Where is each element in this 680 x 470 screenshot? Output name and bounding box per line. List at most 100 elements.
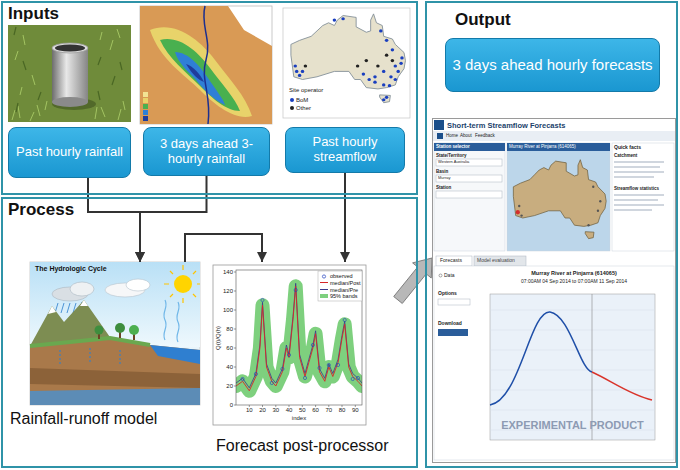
website-screenshot-picture-part <box>436 175 502 182</box>
website-screenshot-picture-part-part-part <box>597 210 599 212</box>
post-processor-chart-part-part-part <box>318 366 321 369</box>
website-screenshot-picture-part <box>436 159 502 166</box>
output-box: 3 days ahead hourly forecasts <box>445 38 660 92</box>
station-map-part-part-part <box>382 98 385 101</box>
station-map-part-part-part <box>373 75 376 78</box>
axis-label: 40 <box>282 407 296 414</box>
station-map-part-part-part <box>365 59 368 62</box>
hydrologic-cycle-picture-part <box>164 265 200 303</box>
website-screenshot-picture-part <box>507 143 610 151</box>
post-processor-chart-part-part-part <box>351 377 354 380</box>
station-map-part-part-part <box>304 64 307 67</box>
input-box: 3 days ahead 3-hourly rainfall <box>143 127 270 176</box>
post-processor-chart-part-part-part <box>241 377 244 380</box>
website-screenshot-picture-part <box>592 294 593 440</box>
website-screenshot-picture-part <box>490 294 655 440</box>
station-map-part-part <box>304 54 394 68</box>
chart-legend-item: median/Post <box>320 280 361 286</box>
rain-gauge-photo-part <box>52 97 88 107</box>
website-screenshot-picture-part <box>434 266 674 460</box>
caption: Forecast post-processor <box>216 437 389 455</box>
station-map-part-part-part <box>391 48 394 51</box>
website-screenshot-picture-part <box>436 256 472 266</box>
hydrologic-cycle-picture-part <box>30 338 200 405</box>
station-map-part-part-part <box>367 78 370 81</box>
rainfall-map-part <box>140 6 272 124</box>
website-screenshot-picture-part <box>438 329 468 336</box>
post-processor-chart-part-part-part <box>254 372 257 375</box>
website-screenshot-picture-part-part-part <box>599 200 601 202</box>
axis-label: 70 <box>322 407 336 414</box>
screenshot-text: Station <box>436 185 451 190</box>
rain-gauge-photo-part <box>14 27 122 112</box>
legend-sample <box>320 287 328 292</box>
website-screenshot-picture-part <box>612 143 674 251</box>
post-processor-chart-part <box>213 265 366 425</box>
rainfall-runoff-model: The Hydrologic CycleRainfall-runoff mode… <box>6 262 206 430</box>
station-map-part-part-part <box>301 70 304 73</box>
screenshot-text: Options <box>438 291 457 297</box>
flow-arrow <box>88 178 140 262</box>
axis-label: 20 <box>219 383 233 390</box>
website-screenshot-picture-part-part <box>614 161 664 163</box>
rain-gauge-photo-part <box>55 44 85 51</box>
panel-heading: Process <box>8 200 74 220</box>
flow-arrow <box>140 176 207 262</box>
website-screenshot-picture-part-part <box>614 199 658 201</box>
website-screenshot-picture-part <box>592 372 652 400</box>
website-screenshot-picture-part-part <box>614 171 664 173</box>
rainfall-map-part <box>143 110 148 115</box>
station-map-part <box>290 106 294 110</box>
flow-arrow-line <box>185 234 262 262</box>
website-screenshot-picture-part <box>614 161 664 211</box>
station-map-part-part-part <box>388 84 391 87</box>
station-map-part-part-part <box>385 54 388 57</box>
post-processor-chart-part-part-part <box>281 367 284 370</box>
screenshot-text: About <box>460 133 472 138</box>
illustration-title: The Hydrologic Cycle <box>35 265 107 273</box>
screenshot-text: Model evaluation <box>477 258 515 264</box>
axis-label: 40 <box>219 364 233 371</box>
post-processor-chart-part-part <box>236 286 362 391</box>
station-map-part-part-part <box>376 64 379 67</box>
legend-sample-mark <box>320 289 328 290</box>
legend-sample <box>320 274 328 279</box>
screenshot-text: Feedback <box>475 133 495 138</box>
screenshot-text: Western Australia <box>438 160 469 165</box>
screenshot-text: Station selector <box>436 144 470 149</box>
rainfall-map-part <box>143 92 148 97</box>
website-screenshot-picture-part <box>436 191 502 198</box>
screenshot-text: Download <box>438 321 462 327</box>
inputs-panel: InputsPast hourly rainfall3 days ahead 3… <box>1 1 418 195</box>
hydrologic-cycle-picture-part <box>174 275 192 293</box>
website-screenshot-picture-part <box>434 120 444 130</box>
post-processor-chart-part-part-part <box>287 353 290 356</box>
site-title: Short-term Streamflow Forecasts <box>447 122 565 131</box>
map-legend-text: Other <box>296 105 311 112</box>
axis-label: 60 <box>309 407 323 414</box>
post-processor-chart <box>213 265 366 425</box>
panel-heading: Output <box>455 10 511 30</box>
rain-gauge-photo <box>8 25 131 122</box>
hydrologic-cycle-picture-part <box>48 306 56 314</box>
hydrologic-cycle-picture-part <box>115 323 125 333</box>
website-screenshot-picture-part <box>490 312 592 405</box>
station-map-part-part-part <box>373 81 376 84</box>
hydrologic-cycle-picture-part <box>30 388 200 405</box>
chart-legend-item: observed <box>320 273 353 279</box>
website-screenshot-picture-part <box>434 143 505 251</box>
hydrologic-cycle-picture-part <box>126 279 150 291</box>
website-screenshot-picture-part <box>437 133 443 139</box>
station-map-part-part-part <box>362 72 365 75</box>
post-processor-chart-part-part <box>236 283 362 388</box>
rainfall-map-part <box>175 52 225 105</box>
screenshot-text: Murray River at Pinjarra (614065) <box>509 144 576 149</box>
post-processor-chart-part <box>234 272 236 405</box>
website-screenshot-picture-part <box>439 274 442 277</box>
website-screenshot-picture-part <box>513 160 606 239</box>
rainfall-map-part <box>150 27 252 117</box>
rain-gauge-photo-part <box>52 43 88 53</box>
flow-arrow-line <box>140 176 207 262</box>
input-box: Past hourly rainfall <box>8 127 131 178</box>
station-map-part-part-part <box>356 64 359 67</box>
